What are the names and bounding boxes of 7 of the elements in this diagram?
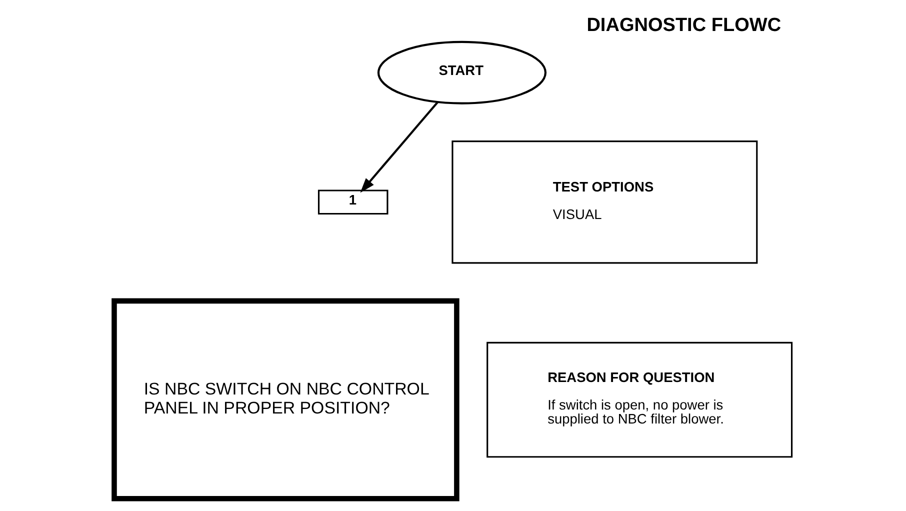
node-box: IS NBC SWITCH ON NBC CONTROL PANEL IN PROPER POSITION? bbox=[112, 298, 460, 502]
diagram-title: DIAGNOSTIC FLOWC bbox=[586, 14, 782, 36]
node-box: 1 bbox=[318, 190, 388, 215]
arrow bbox=[360, 102, 438, 193]
node-box: TEST OPTIONS VISUAL bbox=[452, 140, 758, 264]
node-ellipse: START bbox=[377, 40, 547, 104]
node-box: REASON FOR QUESTION If switch is open, no power is supplied to NBC filter blower. bbox=[486, 342, 793, 458]
